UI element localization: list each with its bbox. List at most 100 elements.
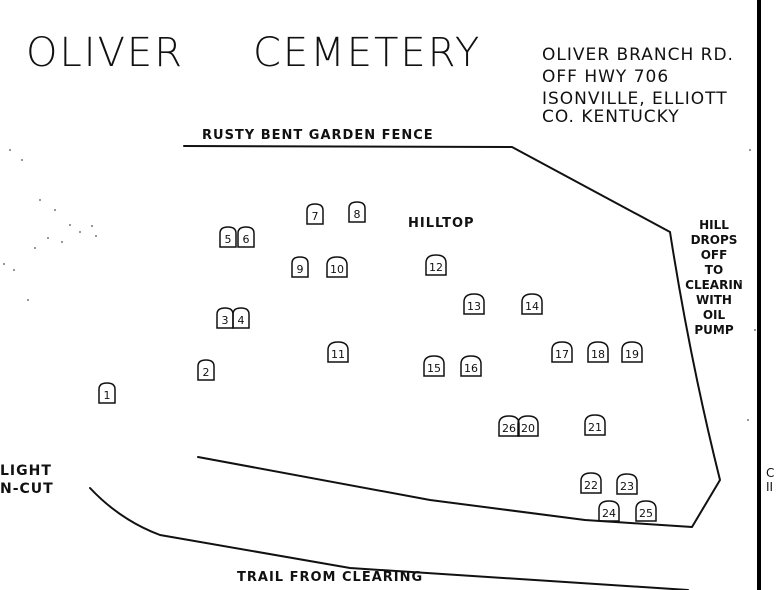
headstone-outline (616, 473, 638, 495)
grave-marker-15: 15 (423, 355, 445, 377)
headstone-outline (584, 414, 606, 436)
grave-marker-22: 22 (580, 472, 602, 494)
grave-marker-23: 23 (616, 473, 638, 495)
grave-marker-19: 19 (621, 341, 643, 363)
grave-number: 26 (502, 422, 516, 435)
grave-marker-12: 12 (425, 254, 447, 276)
grave-marker-7: 7 (306, 203, 324, 225)
grave-number: 4 (238, 314, 245, 327)
grave-number: 16 (464, 362, 478, 375)
left-note-line: LIGHT (0, 463, 52, 479)
speckle-marks (3, 149, 756, 421)
page-edge-divider (757, 0, 761, 590)
grave-number: 11 (331, 348, 345, 361)
headstone-outline (423, 355, 445, 377)
grave-number: 22 (584, 479, 598, 492)
grave-marker-4: 4 (232, 307, 250, 329)
east-note-line: TO (704, 263, 724, 277)
grave-marker-21: 21 (584, 414, 606, 436)
hilltop-label: HILLTOP (408, 216, 475, 231)
fence-line (183, 145, 721, 528)
east-note-line: OFF (700, 248, 728, 262)
headstone-outline (621, 341, 643, 363)
grave-number: 19 (625, 348, 639, 361)
address-line-1: OLIVER BRANCH RD. (542, 45, 734, 65)
grave-number: 6 (243, 233, 250, 246)
grave-number: 9 (297, 263, 304, 276)
headstone-outline (463, 293, 485, 315)
grave-marker-6: 6 (237, 226, 255, 248)
address-line-3: ISONVILLE, ELLIOTT (542, 89, 728, 109)
east-note-line: CLEARIN (685, 278, 743, 292)
grave-marker-16: 16 (460, 355, 482, 377)
right-fragment-line: C (766, 466, 775, 480)
headstone-outline (521, 293, 543, 315)
grave-marker-18: 18 (587, 341, 609, 363)
grave-marker-25: 25 (635, 500, 657, 522)
headstone-outline (348, 201, 366, 223)
headstone-outline (587, 341, 609, 363)
address-line-4: CO. KENTUCKY (542, 107, 680, 127)
headstone-outline (237, 226, 255, 248)
grave-number: 1 (104, 389, 111, 402)
grave-number: 13 (467, 300, 481, 313)
headstone-outline (327, 341, 349, 363)
grave-number: 8 (354, 208, 361, 221)
grave-marker-11: 11 (327, 341, 349, 363)
right-fragment-line: II (766, 480, 774, 494)
grave-number: 14 (525, 300, 539, 313)
grave-marker-3: 3 (216, 307, 234, 329)
grave-number: 21 (588, 421, 602, 434)
headstone-outline (232, 307, 250, 329)
headstone-outline (635, 500, 657, 522)
east-note-line: HILL (699, 218, 729, 232)
title-cemetery: CEMETERY (253, 30, 482, 76)
headstone-outline (498, 415, 520, 437)
headstone-outline (326, 256, 348, 278)
headstone-outline (598, 500, 620, 522)
trail-label: TRAIL FROM CLEARING (237, 570, 424, 585)
grave-marker-20: 20 (517, 415, 539, 437)
headstone-outline (551, 341, 573, 363)
grave-number: 17 (555, 348, 569, 361)
headstone-outline (306, 203, 324, 225)
grave-number: 7 (312, 210, 319, 223)
east-note-line: PUMP (694, 323, 734, 337)
grave-number: 12 (429, 261, 443, 274)
grave-number: 5 (225, 233, 232, 246)
east-note-line: WITH (696, 293, 732, 307)
grave-number: 18 (591, 348, 605, 361)
grave-number: 23 (620, 480, 634, 493)
headstone-outline (197, 359, 215, 381)
grave-marker-1: 1 (98, 382, 116, 404)
grave-number: 10 (330, 263, 344, 276)
grave-number: 15 (427, 362, 441, 375)
trail-edge-lower (89, 487, 689, 590)
east-edge-note: HILL DROPS OFF TO CLEARIN WITH OIL PUMP (684, 218, 744, 338)
grave-marker-14: 14 (521, 293, 543, 315)
grave-marker-5: 5 (219, 226, 237, 248)
headstone-outline (291, 256, 309, 278)
headstone-outline (98, 382, 116, 404)
grave-number: 24 (602, 507, 616, 520)
grave-number: 25 (639, 507, 653, 520)
address-line-2: OFF HWY 706 (542, 67, 670, 87)
grave-number: 3 (222, 314, 229, 327)
grave-marker-13: 13 (463, 293, 485, 315)
east-note-line: OIL (702, 308, 726, 322)
left-note-line: N-CUT (0, 481, 54, 497)
grave-marker-17: 17 (551, 341, 573, 363)
headstone-outline (219, 226, 237, 248)
title-oliver: OLIVER (26, 30, 184, 76)
grave-marker-2: 2 (197, 359, 215, 381)
headstone-outline (460, 355, 482, 377)
left-edge-note: LIGHT N-CUT (0, 462, 54, 498)
right-edge-fragment: C II (766, 466, 774, 494)
fence-label: RUSTY BENT GARDEN FENCE (202, 128, 434, 143)
east-note-line: DROPS (690, 233, 738, 247)
grave-marker-10: 10 (326, 256, 348, 278)
grave-number: 20 (521, 422, 535, 435)
grave-marker-24: 24 (598, 500, 620, 522)
grave-number: 2 (203, 366, 210, 379)
